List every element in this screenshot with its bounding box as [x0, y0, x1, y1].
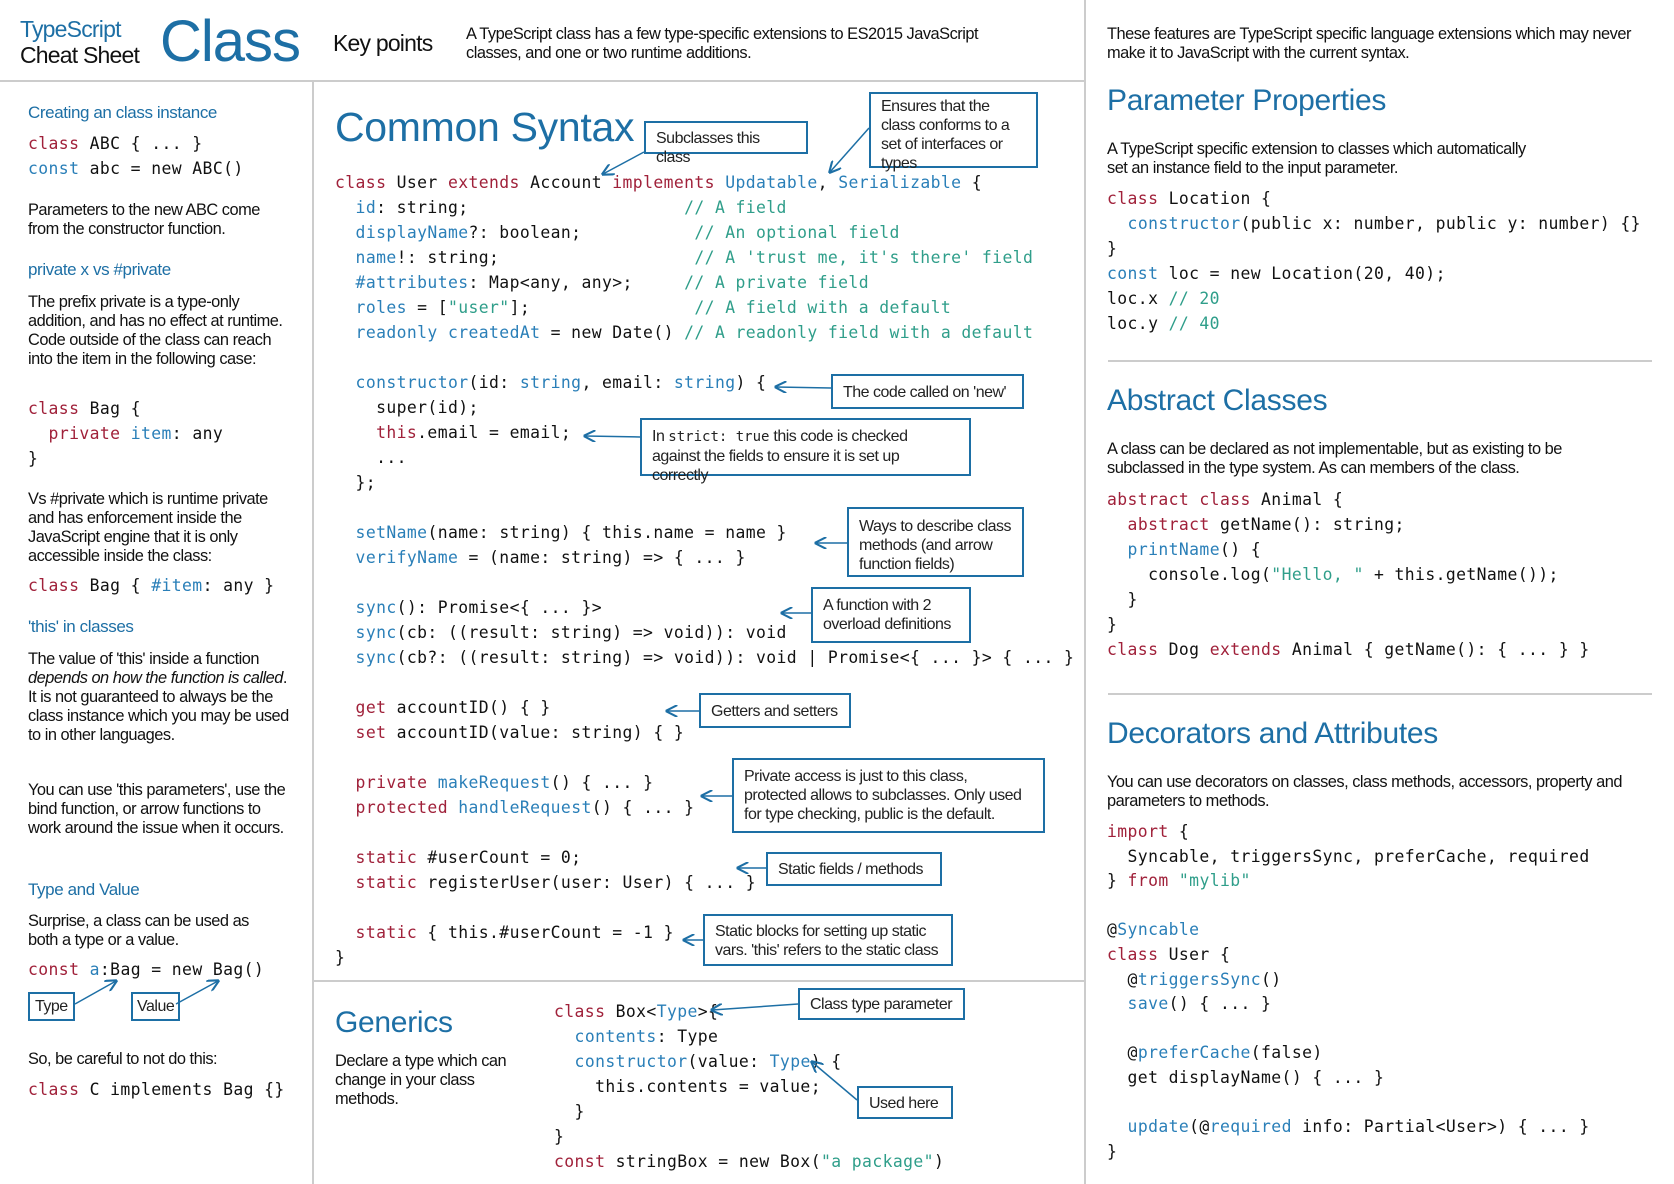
generics-heading: Generics: [335, 1006, 453, 1039]
right-divider-1: [1108, 360, 1652, 362]
arrow-new-called: [776, 387, 832, 388]
param-props-note: A TypeScript specific extension to class…: [1107, 140, 1526, 177]
callout-getters: Getters and setters: [699, 693, 851, 728]
page-title: Class: [160, 9, 301, 74]
arrow-class-type-param: [712, 1003, 799, 1010]
common-syntax-code: class User extends Account implements Up…: [335, 173, 1075, 967]
callout-static-fields: Static fields / methods: [766, 852, 942, 886]
arrow-type: [74, 981, 116, 1005]
arrow-conforms: [830, 127, 870, 172]
creating-instance-heading: Creating an class instance: [28, 103, 217, 122]
type-value-note: Surprise, a class can be used as both a …: [28, 912, 249, 949]
callout-new-called: The code called on 'new': [831, 374, 1024, 409]
abstract-code: abstract class Animal { abstract getName…: [1107, 490, 1590, 659]
abstract-note: A class can be declared as not implement…: [1107, 440, 1562, 477]
strict-b: strict: true: [668, 429, 770, 445]
hash-private-code: class Bag { #item: any }: [28, 576, 275, 595]
type-value-heading: Type and Value: [28, 880, 140, 899]
arrow-used-here: [812, 1062, 858, 1101]
key-points-text: A TypeScript class has a few type-specif…: [466, 25, 979, 62]
header-divider: [0, 80, 1085, 82]
private-note: The prefix private is a type-only additi…: [28, 293, 283, 368]
decorators-note: You can use decorators on classes, class…: [1107, 773, 1623, 810]
callout-overload: A function with 2 overload definitions: [811, 587, 971, 643]
this-heading: 'this' in classes: [28, 617, 134, 636]
decorators-heading: Decorators and Attributes: [1107, 717, 1439, 750]
brand-line2: Cheat Sheet: [20, 42, 140, 68]
generics-note: Declare a type which can change in your …: [335, 1052, 507, 1108]
callout-conforms: Ensures that the class conforms to a set…: [869, 92, 1038, 172]
generics-divider: [313, 980, 1084, 982]
right-divider-2: [1108, 693, 1652, 695]
param-props-code: class Location { constructor(public x: n…: [1107, 189, 1641, 333]
callout-used-here: Used here: [857, 1086, 953, 1119]
abstract-heading: Abstract Classes: [1107, 384, 1328, 417]
callout-subclasses: Subclasses this class: [644, 121, 808, 166]
callout-ways-methods: Ways to describe class methods (and arro…: [847, 507, 1024, 577]
decorators-code: import { Syncable, triggersSync, preferC…: [1107, 822, 1590, 1161]
this-note: The value of 'this' inside a function de…: [28, 650, 293, 745]
params-note: Parameters to the new ABC come from the …: [28, 201, 260, 238]
careful-note: So, be careful to not do this:: [28, 1050, 218, 1068]
type-value-code: const a:Bag = new Bag(): [28, 960, 265, 979]
arrow-value: [175, 981, 218, 1005]
callout-class-type-param: Class type parameter: [798, 988, 965, 1020]
callout-strict: In strict: true this code is checked aga…: [640, 418, 971, 484]
type-label-box: Type: [28, 992, 75, 1021]
param-props-heading: Parameter Properties: [1107, 84, 1387, 117]
common-syntax-heading: Common Syntax: [335, 104, 635, 150]
key-points-label: Key points: [333, 30, 433, 56]
strict-a: In: [652, 428, 669, 445]
value-label-box: Value: [131, 992, 181, 1021]
this-note-c: . It is not guaranteed to always be the …: [28, 669, 289, 744]
callout-static-blocks: Static blocks for setting up static vars…: [703, 914, 953, 966]
this-note-b: depends on how the function is called: [28, 669, 283, 687]
column-divider-left: [312, 80, 314, 1184]
strict-c: this code is checked against the fields …: [652, 428, 908, 484]
private-heading: private x vs #private: [28, 260, 171, 279]
private-code: class Bag { private item: any }: [28, 399, 224, 468]
callout-private-access: Private access is just to this class, pr…: [732, 758, 1045, 833]
hash-private-note: Vs #private which is runtime private and…: [28, 490, 268, 565]
brand-line1: TypeScript: [20, 16, 121, 42]
this-note-a: The value of 'this' inside a function: [28, 650, 260, 668]
generics-code: class Box<Type>{ contents: Type construc…: [554, 1002, 945, 1171]
creating-instance-code: class ABC { ... } const abc = new ABC(): [28, 134, 244, 178]
right-intro: These features are TypeScript specific l…: [1107, 25, 1631, 62]
column-divider-right: [1084, 0, 1086, 1184]
this-params-note: You can use 'this parameters', use the b…: [28, 781, 286, 837]
arrow-subclasses: [603, 151, 645, 174]
arrow-strict: [585, 436, 641, 437]
careful-code: class C implements Bag {}: [28, 1080, 285, 1099]
